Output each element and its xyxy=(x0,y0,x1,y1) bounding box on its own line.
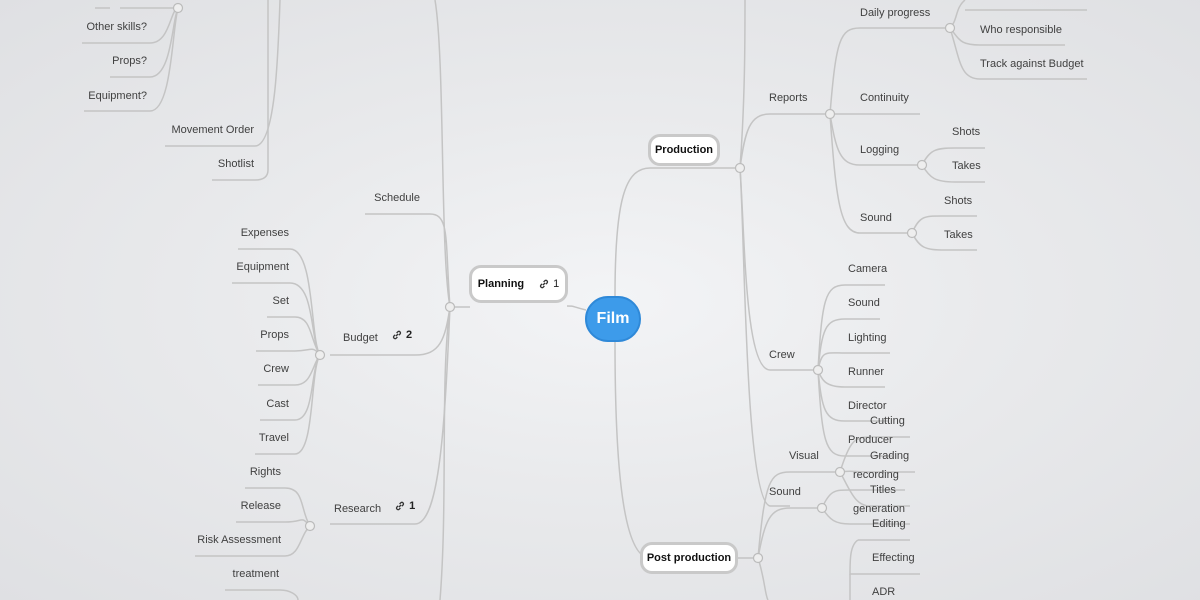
post-sound-topic[interactable]: Sound xyxy=(769,486,801,498)
effecting-topic[interactable]: Effecting xyxy=(872,552,915,564)
movement-order-topic[interactable]: Movement Order xyxy=(171,124,254,136)
visual-titles[interactable]: Titles xyxy=(870,484,896,496)
research-link-number: 1 xyxy=(409,500,416,512)
research-rights[interactable]: Rights xyxy=(249,466,281,478)
budget-expenses[interactable]: Expenses xyxy=(240,227,289,239)
other-skills-topic[interactable]: Other skills? xyxy=(86,21,147,33)
visual-hub[interactable] xyxy=(834,466,846,478)
research-release[interactable]: Release xyxy=(240,500,281,512)
central-topic-film[interactable]: Film xyxy=(585,296,641,342)
reports-hub[interactable] xyxy=(824,108,836,120)
post-sound-hub[interactable] xyxy=(816,502,828,514)
research-risk-assessment[interactable]: Risk Assessment xyxy=(197,534,281,546)
post-production-label: Post production xyxy=(646,552,732,564)
logging-topic[interactable]: Logging xyxy=(860,144,900,156)
visual-grading[interactable]: Grading xyxy=(870,450,910,462)
production-label: Production xyxy=(654,144,714,156)
reports-topic[interactable]: Reports xyxy=(769,92,808,104)
crew-camera[interactable]: Camera xyxy=(848,263,888,275)
visual-topic[interactable]: Visual xyxy=(789,450,819,462)
treatment-topic[interactable]: treatment xyxy=(232,568,279,580)
budget-travel[interactable]: Travel xyxy=(258,432,289,444)
research-topic[interactable]: Research 1 xyxy=(334,499,415,516)
logging-takes[interactable]: Takes xyxy=(952,160,981,172)
post-production-node[interactable]: Post production xyxy=(640,542,738,574)
budget-equipment[interactable]: Equipment xyxy=(236,261,289,273)
budget-link-number: 2 xyxy=(405,329,413,341)
budget-link-count[interactable]: 2 xyxy=(391,328,412,342)
crew-runner[interactable]: Runner xyxy=(848,366,885,378)
crew-hub[interactable] xyxy=(812,364,824,376)
post-hub[interactable] xyxy=(752,552,764,564)
continuity-topic[interactable]: Continuity xyxy=(860,92,909,104)
logging-hub[interactable] xyxy=(916,159,928,171)
planning-label: Planning xyxy=(477,278,525,290)
budget-props[interactable]: Props xyxy=(260,329,289,341)
skills-hub[interactable] xyxy=(172,2,184,14)
visual-cutting[interactable]: Cutting xyxy=(870,415,905,427)
budget-hub[interactable] xyxy=(314,349,326,361)
daily-progress-hub[interactable] xyxy=(944,22,956,34)
planning-link-number: 1 xyxy=(553,278,560,290)
budget-set[interactable]: Set xyxy=(272,295,289,307)
planning-link-count[interactable]: 1 xyxy=(538,278,559,290)
sound-shots[interactable]: Shots xyxy=(944,195,973,207)
sound-report-topic[interactable]: Sound xyxy=(860,212,892,224)
crew-producer[interactable]: Producer xyxy=(848,434,893,446)
production-hub[interactable] xyxy=(734,162,746,174)
props-question-topic[interactable]: Props? xyxy=(112,55,147,67)
link-icon xyxy=(392,330,402,340)
logging-shots[interactable]: Shots xyxy=(952,126,981,138)
budget-cast[interactable]: Cast xyxy=(266,398,289,410)
planning-node[interactable]: Planning 1 xyxy=(469,265,568,303)
sound-takes[interactable]: Takes xyxy=(944,229,973,241)
sound-generation[interactable]: generation xyxy=(853,503,905,515)
shotlist-topic[interactable]: Shotlist xyxy=(217,158,254,170)
crew-director[interactable]: Director xyxy=(848,400,887,412)
schedule-topic[interactable]: Schedule xyxy=(374,192,420,204)
research-label: Research xyxy=(334,503,382,515)
who-responsible-topic[interactable]: Who responsible xyxy=(980,24,1062,36)
crew-sound[interactable]: Sound xyxy=(848,297,880,309)
equipment-question-topic[interactable]: Equipment? xyxy=(88,90,147,102)
editing-topic[interactable]: Editing xyxy=(872,518,906,530)
crew-lighting[interactable]: Lighting xyxy=(848,332,887,344)
daily-progress-topic[interactable]: Daily progress xyxy=(860,7,931,19)
sound-recording[interactable]: recording xyxy=(853,469,899,481)
track-against-budget-topic[interactable]: Track against Budget xyxy=(980,58,1084,70)
link-icon xyxy=(396,501,405,511)
production-node[interactable]: Production xyxy=(648,134,720,166)
link-icon xyxy=(540,279,549,289)
sound-report-hub[interactable] xyxy=(906,227,918,239)
research-link-count[interactable]: 1 xyxy=(394,499,415,513)
research-hub[interactable] xyxy=(304,520,316,532)
budget-label: Budget xyxy=(343,332,378,344)
budget-topic[interactable]: Budget 2 xyxy=(343,328,412,345)
planning-hub[interactable] xyxy=(444,301,456,313)
budget-crew[interactable]: Crew xyxy=(263,363,289,375)
crew-topic[interactable]: Crew xyxy=(769,349,795,361)
adr-topic[interactable]: ADR xyxy=(872,586,896,598)
